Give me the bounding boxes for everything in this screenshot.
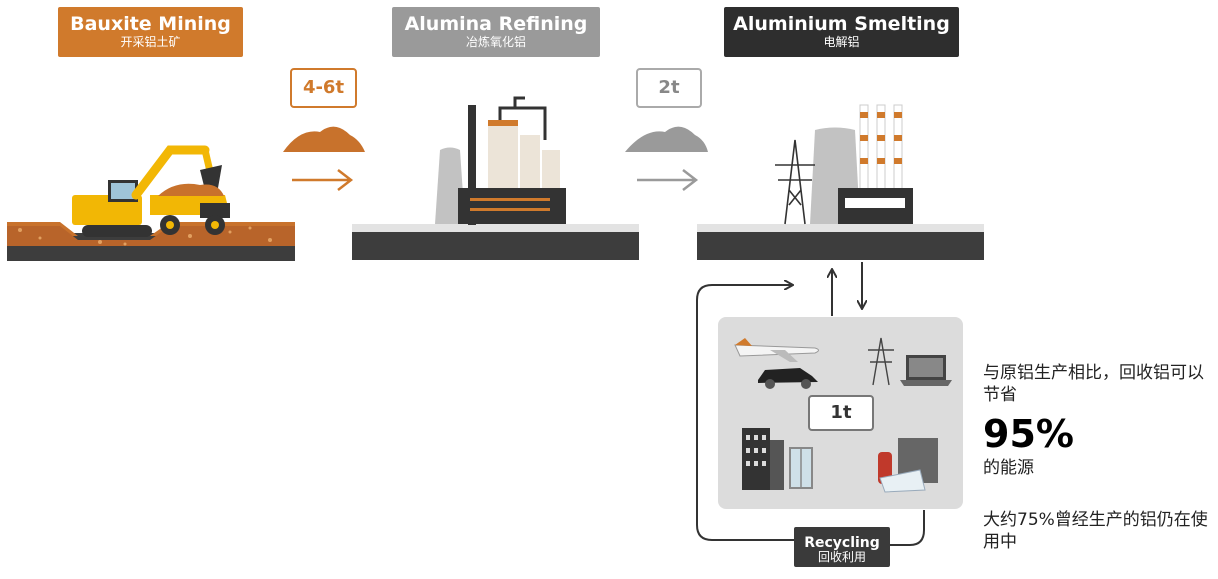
excavator-icon (72, 145, 222, 237)
alumina-pile-icon (625, 126, 708, 152)
stage-title-zh: 开采铝土矿 (120, 35, 181, 49)
quantity-recycled: 1t (808, 395, 874, 431)
airplane-icon (734, 338, 819, 362)
window-frame-icon (789, 447, 813, 489)
stage-title-bauxite-mining: Bauxite Mining 开采铝土矿 (58, 7, 243, 57)
smelting-ground-top (697, 224, 984, 232)
energy-savings-intro: 与原铝生产相比，回收铝可以节省 (983, 363, 1204, 405)
packaging-icon (878, 438, 938, 493)
grey-arrow-icon (637, 169, 699, 191)
laptop-icon (900, 355, 952, 386)
recycling-label-zh: 回收利用 (817, 550, 866, 564)
stage-title-zh: 冶炼氧化铝 (465, 35, 526, 49)
recycling-loop-arrow (696, 285, 925, 546)
refining-ground (352, 232, 639, 260)
car-icon (758, 368, 818, 389)
stage-title-en: Aluminium Smelting (733, 13, 950, 35)
stage-title-en: Alumina Refining (404, 13, 588, 35)
recycling-label-en: Recycling (804, 535, 880, 551)
stage-title-zh: 电解铝 (823, 35, 860, 49)
energy-savings-percent: 95% (983, 412, 1074, 456)
smelting-ground (697, 232, 984, 260)
building-icon (742, 428, 784, 490)
pylon-small-icon (868, 337, 894, 386)
aluminium-smelter-icon (810, 104, 913, 224)
quantity-bauxite: 4-6t (290, 68, 357, 108)
power-pylon-icon (775, 139, 815, 225)
quantity-alumina: 2t (636, 68, 702, 108)
up-down-arrows-icon (832, 262, 862, 316)
energy-savings-suffix: 的能源 (983, 458, 1034, 478)
stage-title-aluminium-smelting: Aluminium Smelting 电解铝 (724, 7, 959, 57)
stage-title-en: Bauxite Mining (70, 13, 231, 35)
still-in-use-note: 大约75%曾经生产的铝仍在使用中 (983, 510, 1208, 552)
alumina-refinery-icon (435, 96, 566, 225)
stage-title-alumina-refining: Alumina Refining 冶炼氧化铝 (392, 7, 600, 57)
recycling-label: Recycling 回收利用 (794, 527, 890, 567)
refining-ground-top (352, 224, 639, 232)
dump-truck-icon (150, 183, 230, 235)
orange-arrow-icon (292, 169, 354, 191)
bauxite-pile-icon (283, 126, 365, 152)
